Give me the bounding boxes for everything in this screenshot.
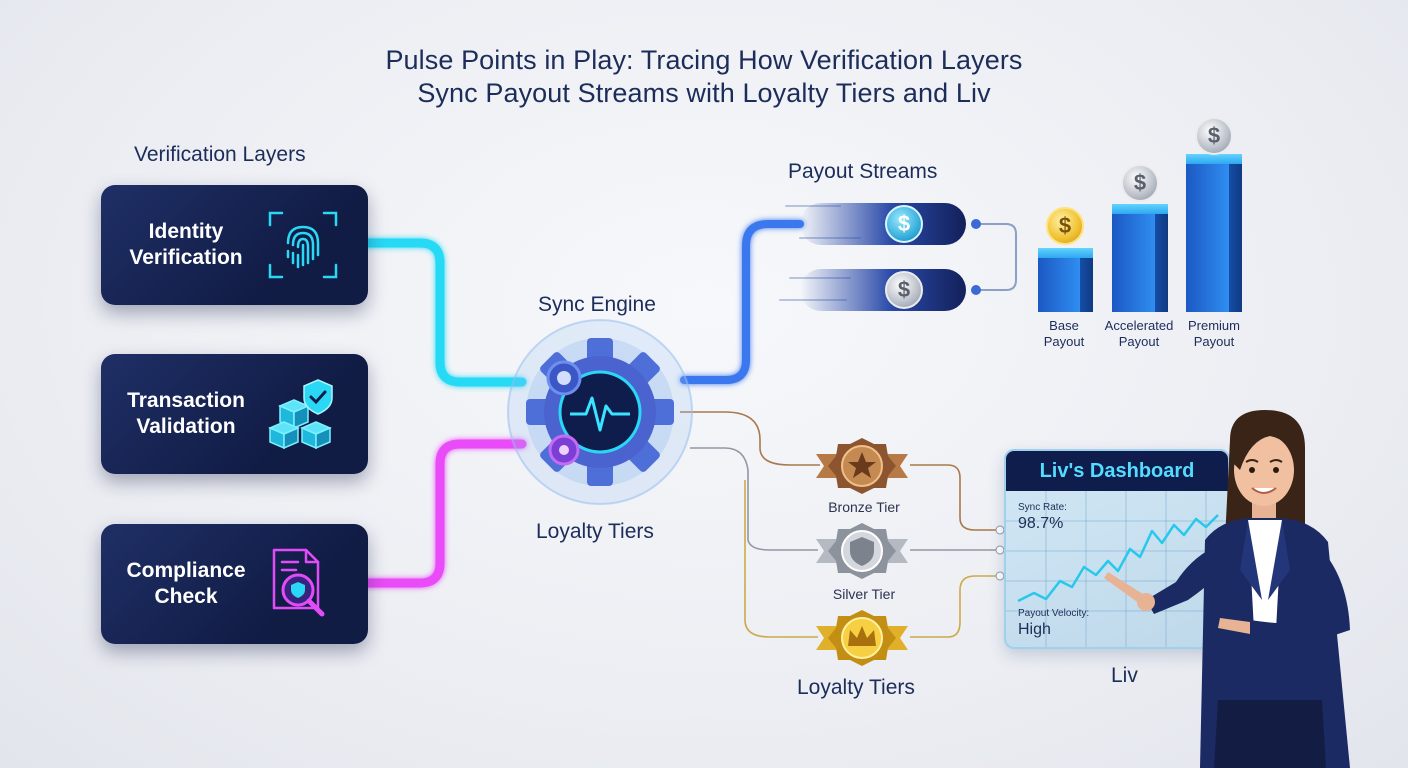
wire-engine-bronze xyxy=(680,411,820,466)
silver-coin-icon: $ xyxy=(1195,117,1233,155)
silver-coin-icon: $ xyxy=(1121,164,1159,202)
bronze-star-medal-icon xyxy=(816,438,908,494)
liv-avatar-illustration xyxy=(1104,410,1350,768)
bronze-tier-label: Bronze Tier xyxy=(828,499,900,515)
silver-shield-medal-icon xyxy=(816,523,908,579)
blocks-check-icon xyxy=(268,379,333,450)
wire-identity xyxy=(355,238,527,387)
payout-velocity-label: Payout Velocity: xyxy=(1018,608,1090,619)
gold-coin-icon: $ xyxy=(1046,207,1084,245)
identity-verification-card[interactable]: Identity Verification xyxy=(101,185,368,305)
premium-payout-bar xyxy=(1186,154,1242,312)
gold-crown-medal-icon xyxy=(816,610,908,666)
dollar-coin-icon: $ xyxy=(885,205,923,243)
premium-payout-label: Premium Payout xyxy=(1187,318,1240,349)
accelerated-payout-bar xyxy=(1112,204,1168,312)
document-search-icon xyxy=(272,548,325,617)
base-payout-bar xyxy=(1038,248,1093,312)
page-title: Pulse Points in Play: Tracing How Verifi… xyxy=(385,45,1023,108)
dashboard-line-chart xyxy=(1006,491,1228,647)
accelerated-payout-label: Accelerated Payout xyxy=(1104,318,1174,349)
verification-layers-heading: Verification Layers xyxy=(134,143,306,166)
wire-compliance xyxy=(355,439,527,588)
liv-name-label: Liv xyxy=(1111,664,1138,687)
dollar-coin-icon: $ xyxy=(885,271,923,309)
sync-rate-label: Sync Rate: xyxy=(1018,502,1067,513)
wire-streams-bars xyxy=(976,223,1017,291)
sync-engine-label: Sync Engine xyxy=(538,293,656,316)
transaction-validation-label: Transaction Validation xyxy=(127,389,245,438)
payout-velocity-value: High xyxy=(1018,621,1051,638)
wire-gold-dash xyxy=(910,575,1000,638)
compliance-check-card[interactable]: Compliance Check xyxy=(101,524,368,644)
payout-stream-1 xyxy=(800,203,966,245)
transaction-validation-card[interactable]: Transaction Validation xyxy=(101,354,368,474)
identity-verification-label: Identity Verification xyxy=(129,220,243,269)
base-payout-label: Base Payout xyxy=(1043,318,1085,349)
sync-engine-gear-icon xyxy=(507,319,693,505)
wire-engine-silver xyxy=(690,447,818,551)
wire-bronze-dash xyxy=(910,464,1000,531)
engine-loyalty-tiers-label: Loyalty Tiers xyxy=(536,520,654,543)
loyalty-tiers-heading: Loyalty Tiers xyxy=(797,676,915,699)
dashboard-title: Liv's Dashboard xyxy=(1006,451,1228,491)
silver-tier-label: Silver Tier xyxy=(832,586,896,602)
wire-engine-gold xyxy=(744,480,818,638)
fingerprint-icon xyxy=(268,211,338,279)
payout-streams-heading: Payout Streams xyxy=(788,160,938,183)
liv-dashboard-panel[interactable]: Liv's Dashboard Sync Rate: 98.7% Payout … xyxy=(1004,449,1230,649)
wire-engine-payout xyxy=(680,220,804,384)
compliance-check-label: Compliance Check xyxy=(126,559,246,608)
sync-rate-value: 98.7% xyxy=(1018,515,1064,532)
payout-stream-2 xyxy=(800,269,966,311)
